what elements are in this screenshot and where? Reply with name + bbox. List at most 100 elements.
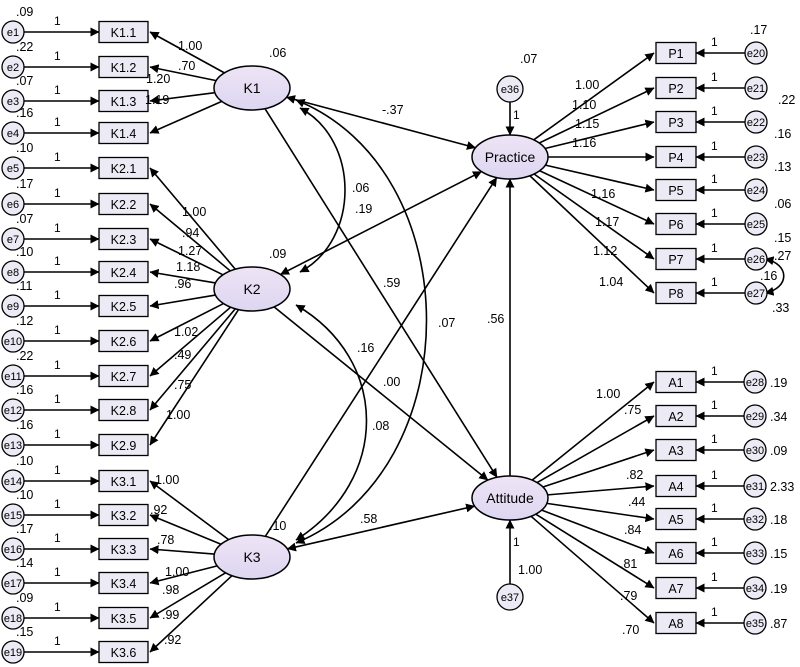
path-value-k1-attitude: .59 — [383, 276, 400, 290]
loading-attitude-a1 — [531, 381, 655, 481]
error-weight-e7: 1 — [54, 221, 61, 235]
error-weight-e32: 1 — [711, 501, 718, 515]
loading-value-a4: .82 — [626, 468, 643, 482]
indicator-a7-box — [655, 576, 697, 600]
loading-value-p6: 1.16 — [591, 187, 615, 201]
error-weight-e12: 1 — [54, 392, 61, 406]
loading-practice-p8 — [529, 175, 655, 294]
error-weight-e23: 1 — [711, 139, 718, 153]
error-weight-e17: 1 — [54, 565, 61, 579]
error-e7 — [1, 227, 25, 251]
indicator-k3-2-label: K3.2 — [111, 509, 137, 523]
latent-k2 — [213, 266, 291, 312]
indicator-k2-4-box — [98, 260, 149, 284]
loading-k2-k2-3 — [149, 238, 224, 276]
error-e8 — [1, 260, 25, 284]
error-variance-e20: .17 — [750, 23, 767, 37]
indicator-p6-box — [655, 212, 697, 236]
loading-value-a5: .44 — [628, 495, 645, 509]
indicator-k3-4-box — [98, 571, 149, 595]
error-label-e20: e20 — [747, 48, 765, 60]
error-weight-e18: 1 — [54, 600, 61, 614]
error-e17 — [1, 571, 25, 595]
indicator-p7-box — [655, 247, 697, 271]
indicator-k2-5-box — [98, 294, 149, 318]
loading-value-k2-9: 1.00 — [166, 408, 190, 422]
error-label-e2: e2 — [7, 62, 19, 74]
indicator-k2-6-label: K2.6 — [111, 335, 137, 349]
indicator-p5-box — [655, 178, 697, 202]
indicator-k2-3-label: K2.3 — [111, 233, 137, 247]
error-variance-e35: .87 — [770, 617, 787, 631]
indicator-a8-label: A8 — [668, 617, 683, 631]
error-weight-e8: 1 — [54, 254, 61, 268]
disturbance-variance-e36: .07 — [520, 52, 537, 66]
indicator-p2-label: P2 — [668, 82, 683, 96]
indicator-k1-1-label: K1.1 — [111, 26, 137, 40]
indicator-k2-2-label: K2.2 — [111, 198, 137, 212]
loading-value-k3-1: 1.00 — [155, 473, 179, 487]
loading-k2-k2-8 — [149, 308, 236, 411]
indicator-k2-6-box — [98, 329, 149, 353]
latent-label-k2: K2 — [243, 281, 260, 297]
error-label-e10: e10 — [4, 336, 22, 348]
error-e2 — [1, 55, 25, 79]
error-variance-e23: .13 — [774, 160, 791, 174]
indicator-k3-3-label: K3.3 — [111, 543, 137, 557]
indicator-k2-7-box — [98, 364, 149, 388]
indicator-k3-2-box — [98, 503, 149, 527]
error-label-e3: e3 — [7, 96, 19, 108]
error-weight-e27: 1 — [711, 275, 718, 289]
error-variance-e25: .15 — [774, 231, 791, 245]
indicator-k2-7-label: K2.7 — [111, 370, 137, 384]
covariance-value-k1-k3: .07 — [438, 316, 455, 330]
loading-value-p3: 1.15 — [575, 117, 599, 131]
indicator-k1-2-label: K1.2 — [111, 61, 137, 75]
error-weight-e5: 1 — [54, 150, 61, 164]
loading-value-k2-1: 1.00 — [182, 205, 206, 219]
loading-value-k3-6-tail: .92 — [164, 633, 181, 647]
error-variance-e32: .18 — [770, 513, 787, 527]
indicator-p7-label: P7 — [668, 253, 683, 267]
disturbance-e36 — [496, 75, 524, 103]
loading-value-a2: .75 — [624, 403, 641, 417]
indicator-a1-box — [655, 370, 697, 394]
error-weight-e29: 1 — [711, 398, 718, 412]
loading-value-p1: 1.00 — [575, 78, 599, 92]
error-weight-e24: 1 — [711, 172, 718, 186]
loading-practice-p1 — [533, 52, 655, 141]
loading-value-k2-7: .49 — [174, 348, 191, 362]
indicator-a8-box — [655, 611, 697, 635]
error-label-e5: e5 — [7, 163, 19, 175]
error-e18 — [1, 606, 25, 630]
error-variance-e15: .10 — [16, 488, 33, 502]
error-variance-e22: .16 — [774, 127, 791, 141]
loading-value-p4: 1.16 — [572, 136, 596, 150]
indicator-k3-3-box — [98, 537, 149, 561]
error-weight-e28: 1 — [711, 364, 718, 378]
disturbance-variance-e37: 1.00 — [518, 563, 542, 577]
error-label-e30: e30 — [746, 445, 764, 457]
error-weight-e14: 1 — [54, 463, 61, 477]
loading-k2-k2-5 — [149, 294, 216, 310]
loading-value-k3-6: .99 — [162, 608, 179, 622]
error-variance-e29: .34 — [770, 410, 787, 424]
covariance-k2-k3 — [295, 304, 368, 541]
indicator-k2-9-box — [98, 433, 149, 457]
error-label-e15: e15 — [4, 510, 22, 522]
error-e29 — [743, 404, 767, 428]
disturbance-weight-e36: 1 — [513, 108, 520, 122]
error-weight-e19: 1 — [54, 634, 61, 648]
error-weight-e13: 1 — [54, 427, 61, 441]
error-variance-e14: .10 — [16, 454, 33, 468]
latent-label-k3: K3 — [243, 549, 260, 565]
error-e6 — [1, 192, 25, 216]
error-e30 — [743, 438, 767, 462]
error-label-e7: e7 — [7, 234, 19, 246]
error-variance-e7: .07 — [16, 212, 33, 226]
loading-value-k3-3: .78 — [157, 533, 174, 547]
error-label-e4: e4 — [7, 128, 19, 140]
loading-k2-k2-1 — [149, 167, 236, 270]
indicator-p5-label: P5 — [668, 184, 683, 198]
error-label-e22: e22 — [747, 117, 765, 129]
